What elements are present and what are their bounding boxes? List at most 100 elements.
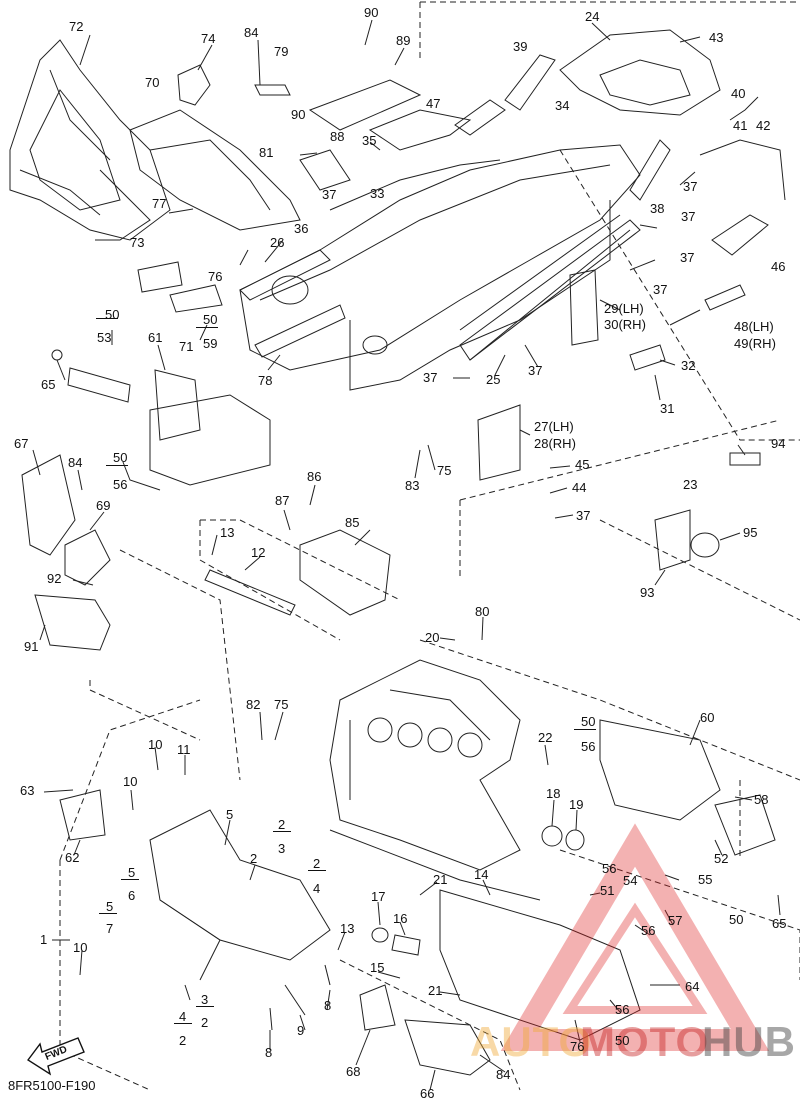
callout: 76 xyxy=(570,1039,585,1054)
callout: 89 xyxy=(396,33,411,48)
label-94 xyxy=(729,452,761,466)
callout: 5 xyxy=(106,899,114,914)
callout: 32 xyxy=(681,358,696,373)
callout: 93 xyxy=(640,585,655,600)
callout: 58 xyxy=(754,792,769,807)
callout: 68 xyxy=(346,1064,361,1079)
running-board-78 xyxy=(254,304,346,358)
callout: 73 xyxy=(130,235,145,250)
cover-67 xyxy=(21,454,76,556)
callout: 20 xyxy=(425,630,440,645)
callout: 2 xyxy=(201,1015,209,1030)
callout: 57 xyxy=(668,913,683,928)
tunnel-frame xyxy=(239,79,641,391)
bearing-18 xyxy=(541,825,563,847)
callout: 36 xyxy=(294,221,309,236)
callout: 37 xyxy=(680,250,695,265)
callout: 10 xyxy=(148,737,163,752)
callout: 28(RH) xyxy=(534,436,576,451)
bolt-8a xyxy=(324,964,331,986)
callout: 37 xyxy=(576,508,591,523)
callout: 77 xyxy=(152,196,167,211)
callout: 50 xyxy=(615,1033,630,1048)
bracket-32 xyxy=(629,344,666,371)
bolt-8b xyxy=(269,1007,273,1031)
fwd-arrow-icon xyxy=(26,1037,85,1076)
bracket-79 xyxy=(254,84,291,96)
nut-65 xyxy=(51,349,63,361)
nose-cowl-72 xyxy=(9,39,171,241)
callout: 50 xyxy=(203,312,218,327)
plate-47 xyxy=(454,99,506,136)
callout: 52 xyxy=(714,851,729,866)
leader-lines xyxy=(32,19,781,1091)
callout: 17 xyxy=(371,889,386,904)
pad-71 xyxy=(169,284,223,313)
callout: 23 xyxy=(683,477,698,492)
callout: 11 xyxy=(177,742,191,757)
bracket-68 xyxy=(359,984,396,1031)
callout: 47 xyxy=(426,96,441,111)
bar-40 xyxy=(699,139,786,201)
callout: 50 xyxy=(729,912,744,927)
guard-60 xyxy=(599,719,721,821)
callout: 37 xyxy=(681,209,696,224)
plate-53 xyxy=(67,367,131,403)
callout: 63 xyxy=(20,783,35,798)
callout: 56 xyxy=(113,477,128,492)
callout: 65 xyxy=(41,377,56,392)
callout: 50 xyxy=(105,307,120,322)
callout: 69 xyxy=(96,498,111,513)
watermark-auto: AUTO xyxy=(470,1018,593,1065)
callout-bracket xyxy=(196,1006,214,1008)
callout: 45 xyxy=(575,457,590,472)
callout: 86 xyxy=(307,469,322,484)
bracket-38 xyxy=(629,139,671,201)
callout: 27(LH) xyxy=(534,419,574,434)
callout: 37 xyxy=(423,370,438,385)
callout: 81 xyxy=(259,145,274,160)
callout: 21 xyxy=(433,872,448,887)
callout: 34 xyxy=(555,98,570,113)
callout: 42 xyxy=(756,118,771,133)
callout: 61 xyxy=(148,330,163,345)
callout: 19 xyxy=(569,797,584,812)
seal-19 xyxy=(565,829,585,851)
callout: 33 xyxy=(370,186,385,201)
callout: 79 xyxy=(274,44,289,59)
callout: 84 xyxy=(244,25,259,40)
callout: 87 xyxy=(275,493,290,508)
callout: 2 xyxy=(313,856,321,871)
callout: 37 xyxy=(528,363,543,378)
callout: 31 xyxy=(660,401,675,416)
rear-bracket-24 xyxy=(559,29,721,116)
callout: 3 xyxy=(201,992,209,1007)
callout: 43 xyxy=(709,30,724,45)
callout: 35 xyxy=(362,133,377,148)
callout: 84 xyxy=(68,455,83,470)
callout: 85 xyxy=(345,515,360,530)
callout: 14 xyxy=(474,867,489,882)
callout: 10 xyxy=(123,774,138,789)
callout: 26 xyxy=(270,235,285,250)
callout-bracket xyxy=(96,318,118,320)
shaft-16 xyxy=(391,934,421,956)
callout: 94 xyxy=(771,436,786,451)
callout: 37 xyxy=(322,187,337,202)
callout: 29(LH) xyxy=(604,301,644,316)
callout: 21 xyxy=(428,983,443,998)
callout: 60 xyxy=(700,710,715,725)
callout: 76 xyxy=(208,269,223,284)
callout: 46 xyxy=(771,259,786,274)
callout-bracket xyxy=(308,870,326,872)
footrest-25 xyxy=(459,219,641,361)
bracket-61 xyxy=(149,369,271,486)
callout: 53 xyxy=(97,330,112,345)
callout: 95 xyxy=(743,525,758,540)
callout: 8 xyxy=(265,1045,273,1060)
callout: 67 xyxy=(14,436,29,451)
callout-bracket xyxy=(574,729,596,731)
callout: 16 xyxy=(393,911,408,926)
pad-73 xyxy=(137,261,183,293)
